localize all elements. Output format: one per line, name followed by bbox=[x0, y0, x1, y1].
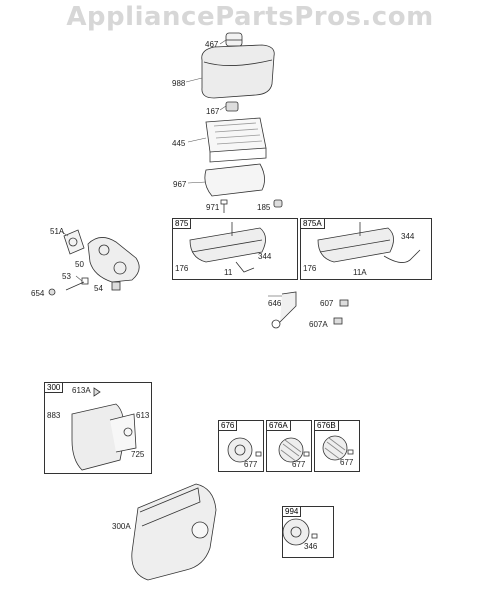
kit-box-875[interactable]: 875 bbox=[172, 218, 298, 280]
part-label-344-b[interactable]: 344 bbox=[401, 232, 415, 241]
kit-label-994: 994 bbox=[283, 507, 302, 517]
part-label-725[interactable]: 725 bbox=[131, 450, 145, 459]
part-label-967[interactable]: 967 bbox=[173, 180, 187, 189]
part-label-613A[interactable]: 613A bbox=[72, 386, 91, 395]
air-filter-part[interactable] bbox=[205, 117, 267, 163]
part-label-883[interactable]: 883 bbox=[47, 411, 61, 420]
part-label-677-a[interactable]: 677 bbox=[244, 460, 258, 469]
part-label-988[interactable]: 988 bbox=[172, 79, 186, 88]
guard-676A-part[interactable] bbox=[278, 437, 310, 463]
part-54[interactable] bbox=[111, 281, 121, 291]
screw-607A-part[interactable] bbox=[333, 317, 343, 325]
part-label-176-a[interactable]: 176 bbox=[175, 264, 189, 273]
kit-label-676: 676 bbox=[219, 421, 238, 431]
guard-676-part[interactable] bbox=[227, 437, 262, 463]
part-label-176-b[interactable]: 176 bbox=[303, 264, 317, 273]
part-label-50[interactable]: 50 bbox=[75, 260, 84, 269]
gasket-51A-part[interactable] bbox=[63, 229, 85, 255]
part-label-54[interactable]: 54 bbox=[94, 284, 103, 293]
part-label-11[interactable]: 11 bbox=[224, 268, 233, 277]
part-label-344-a[interactable]: 344 bbox=[258, 252, 272, 261]
air-cleaner-cover-part[interactable] bbox=[201, 44, 275, 99]
kit-box-676A[interactable]: 676A bbox=[266, 420, 312, 472]
part-label-677-b[interactable]: 677 bbox=[292, 460, 306, 469]
part-label-607[interactable]: 607 bbox=[320, 299, 334, 308]
watermark: AppliancePartsPros.com bbox=[66, 2, 434, 32]
part-label-11A[interactable]: 11A bbox=[353, 268, 367, 277]
part-label-185[interactable]: 185 bbox=[257, 203, 271, 212]
part-label-607A[interactable]: 607A bbox=[309, 320, 328, 329]
part-label-53[interactable]: 53 bbox=[62, 272, 71, 281]
kit-box-300[interactable]: 300 bbox=[44, 382, 152, 474]
kit-label-676B: 676B bbox=[315, 421, 339, 431]
part-label-467[interactable]: 467 bbox=[205, 40, 219, 49]
kit-box-676[interactable]: 676 bbox=[218, 420, 264, 472]
pre-cleaner-part[interactable] bbox=[204, 163, 265, 197]
tube-11A-part[interactable] bbox=[383, 249, 421, 263]
kit-box-994[interactable]: 994 bbox=[282, 506, 334, 558]
guard-676B-part[interactable] bbox=[322, 435, 354, 461]
kit-label-875: 875 bbox=[173, 219, 192, 229]
screw-607-part[interactable] bbox=[339, 299, 349, 307]
part-label-613[interactable]: 613 bbox=[136, 411, 150, 420]
part-label-300A[interactable]: 300A bbox=[112, 522, 131, 531]
part-label-677-c[interactable]: 677 bbox=[340, 458, 354, 467]
part-label-167[interactable]: 167 bbox=[206, 107, 220, 116]
guard-994-part[interactable] bbox=[282, 518, 318, 546]
part-label-971[interactable]: 971 bbox=[206, 203, 220, 212]
part-label-51A[interactable]: 51A bbox=[50, 227, 65, 236]
part-label-654[interactable]: 654 bbox=[31, 289, 45, 298]
kit-label-875A: 875A bbox=[301, 219, 325, 229]
muffler-300-part[interactable] bbox=[71, 403, 137, 471]
kit-box-676B[interactable]: 676B bbox=[314, 420, 360, 472]
nut-185-part[interactable] bbox=[273, 199, 283, 208]
part-label-646[interactable]: 646 bbox=[268, 299, 282, 308]
carburetor-part[interactable] bbox=[87, 237, 140, 283]
bracket-646-part[interactable] bbox=[271, 291, 297, 329]
nut-part[interactable] bbox=[225, 101, 239, 112]
kit-label-676A: 676A bbox=[267, 421, 291, 431]
kit-label-300: 300 bbox=[45, 383, 64, 393]
screw-613A-part[interactable] bbox=[93, 387, 101, 397]
knob-part[interactable] bbox=[225, 32, 243, 47]
base-875-part[interactable] bbox=[189, 222, 266, 263]
muffler-300A-part[interactable] bbox=[131, 483, 217, 581]
base-875A-part[interactable] bbox=[317, 222, 394, 263]
part-label-445[interactable]: 445 bbox=[172, 139, 186, 148]
part-654[interactable] bbox=[48, 288, 56, 296]
bracket-11-part[interactable] bbox=[235, 261, 255, 273]
part-label-346[interactable]: 346 bbox=[304, 542, 318, 551]
screw-971-part[interactable] bbox=[220, 199, 228, 213]
kit-box-875A[interactable]: 875A bbox=[300, 218, 432, 280]
